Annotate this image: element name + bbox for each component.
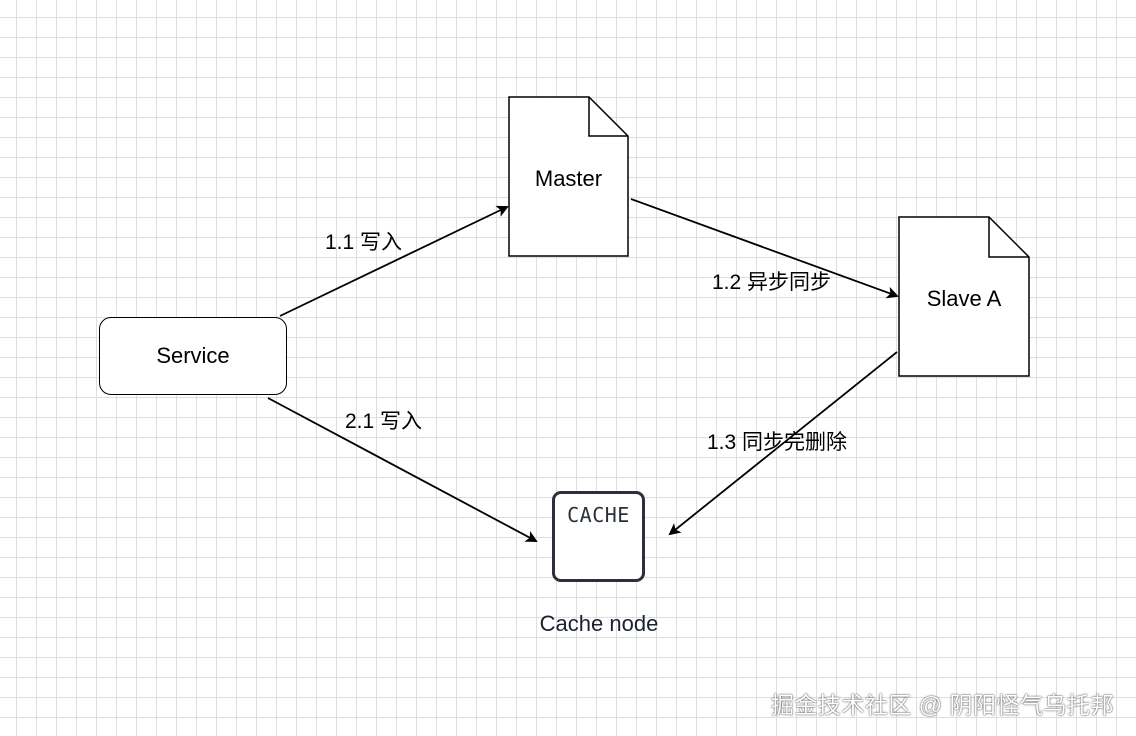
edge-master-to-slave[interactable] xyxy=(630,198,899,299)
edge-slave-to-cache[interactable] xyxy=(668,351,898,536)
cache-icon-text: CACHE xyxy=(567,503,630,527)
edge-label-service-to-cache: 2.1 写入 xyxy=(345,410,423,433)
service-node[interactable]: Service xyxy=(99,317,287,395)
edge-label-master-to-slave: 1.2 异步同步 xyxy=(712,271,832,294)
cache-node-label: Cache node xyxy=(539,611,659,636)
cache-icon[interactable]: CACHE xyxy=(552,491,645,582)
edge-service-to-cache[interactable] xyxy=(267,397,538,542)
edge-service-to-master[interactable] xyxy=(279,205,509,317)
service-label: Service xyxy=(156,343,230,368)
master-label: Master xyxy=(534,166,603,191)
edge-label-service-to-master: 1.1 写入 xyxy=(325,231,403,254)
watermark: 掘金技术社区 @ 阴阳怪气乌托邦 xyxy=(770,692,1114,718)
slave-document-fold xyxy=(988,217,1029,258)
master-document-fold xyxy=(588,97,628,137)
edge-label-slave-to-cache: 1.3 同步完删除 xyxy=(707,431,848,454)
slave-label: Slave A xyxy=(926,286,1002,311)
